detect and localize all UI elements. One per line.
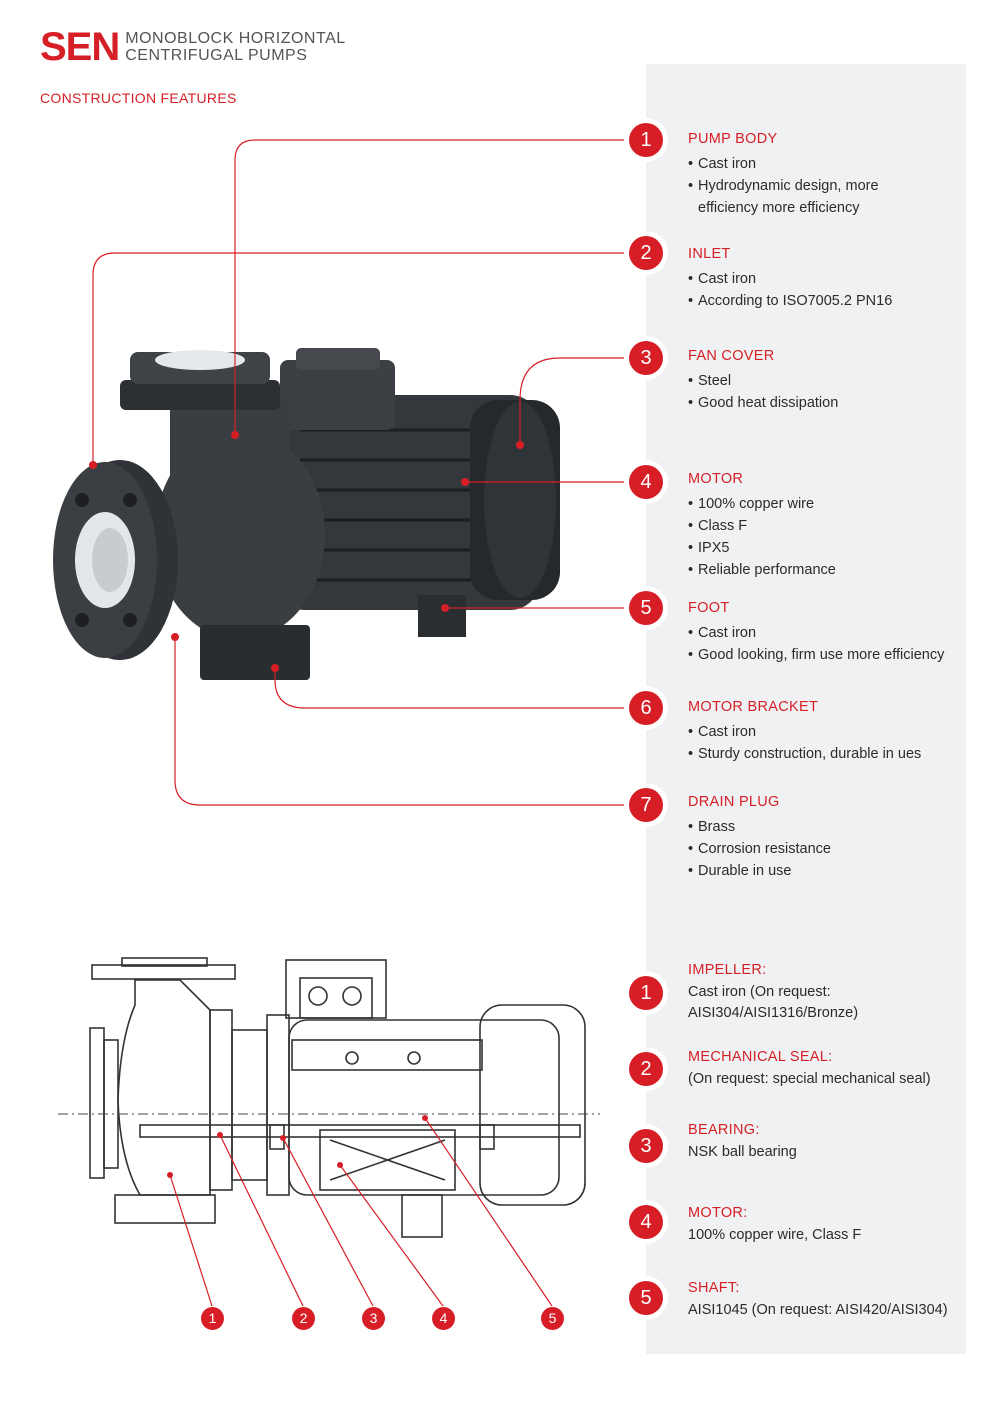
component-badge-1: 1 bbox=[629, 976, 663, 1010]
feature-badge-4: 4 bbox=[629, 465, 663, 499]
brand-header: SEN MONOBLOCK HORIZONTAL CENTRIFUGAL PUM… bbox=[40, 25, 346, 69]
component-anchor-points bbox=[167, 1115, 428, 1178]
product-title: MONOBLOCK HORIZONTAL CENTRIFUGAL PUMPS bbox=[125, 30, 346, 64]
pump-illustration bbox=[53, 348, 560, 680]
feature-badge-1: 1 bbox=[629, 123, 663, 157]
component-badge-3: 3 bbox=[629, 1129, 663, 1163]
section-marker-3: 3 bbox=[362, 1307, 385, 1330]
feature-badge-7: 7 bbox=[629, 788, 663, 822]
feature-motor: MOTOR 100% copper wire Class F IPX5 Reli… bbox=[688, 471, 968, 581]
component-bearing: BEARING: NSK ball bearing bbox=[688, 1122, 797, 1160]
feature-inlet: INLET Cast iron According to ISO7005.2 P… bbox=[688, 246, 968, 312]
section-marker-5: 5 bbox=[541, 1307, 564, 1330]
feature-badge-5: 5 bbox=[629, 591, 663, 625]
feature-badge-3: 3 bbox=[629, 341, 663, 375]
component-motor: MOTOR: 100% copper wire, Class F bbox=[688, 1205, 862, 1243]
section-marker-1: 1 bbox=[201, 1307, 224, 1330]
feature-pump-body: PUMP BODY Cast iron Hydrodynamic design,… bbox=[688, 131, 968, 219]
component-badge-2: 2 bbox=[629, 1052, 663, 1086]
component-badge-5: 5 bbox=[629, 1281, 663, 1315]
feature-motor-bracket: MOTOR BRACKET Cast iron Sturdy construct… bbox=[688, 699, 968, 765]
section-marker-4: 4 bbox=[432, 1307, 455, 1330]
feature-anchor-points bbox=[89, 431, 524, 672]
section-marker-2: 2 bbox=[292, 1307, 315, 1330]
component-badge-4: 4 bbox=[629, 1205, 663, 1239]
section-title: CONSTRUCTION FEATURES bbox=[40, 90, 237, 106]
component-impeller: IMPELLER: Cast iron (On request: AISI304… bbox=[688, 962, 859, 1021]
feature-leader-lines bbox=[92, 139, 629, 806]
component-mechanical-seal: MECHANICAL SEAL: (On request: special me… bbox=[688, 1049, 931, 1087]
component-leader-lines bbox=[169, 1117, 553, 1307]
sectional-drawing bbox=[89, 957, 586, 1238]
component-shaft: SHAFT: AISI1045 (On request: AISI420/AIS… bbox=[688, 1280, 948, 1318]
feature-foot: FOOT Cast iron Good looking, firm use mo… bbox=[688, 600, 968, 666]
brand-logo: SEN bbox=[40, 25, 120, 69]
feature-drain-plug: DRAIN PLUG Brass Corrosion resistance Du… bbox=[688, 794, 968, 882]
feature-badge-6: 6 bbox=[629, 691, 663, 725]
feature-fan-cover: FAN COVER Steel Good heat dissipation bbox=[688, 348, 968, 414]
feature-badge-2: 2 bbox=[629, 236, 663, 270]
